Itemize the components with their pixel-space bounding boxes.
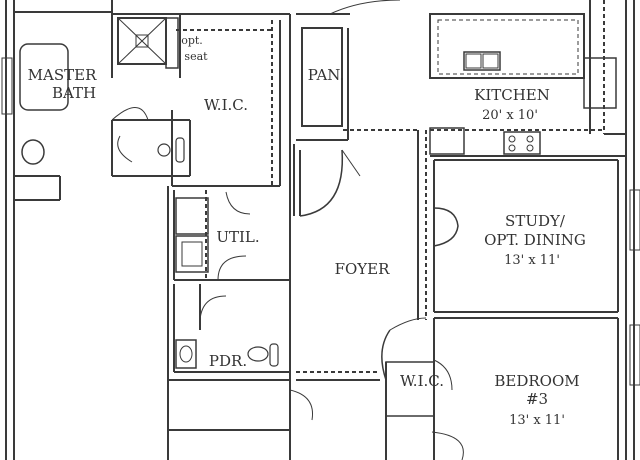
pantry-walls xyxy=(289,13,420,460)
master-wic-label: W.I.C. xyxy=(204,96,248,114)
study-label-line2: OPT. DINING xyxy=(484,231,586,249)
master-bath-label-line1: MASTER xyxy=(28,66,97,84)
opt-seat-label-line1: opt. xyxy=(181,34,203,47)
study-walls xyxy=(433,159,619,313)
bedroom3-label-line1: BEDROOM xyxy=(494,372,579,390)
utility-walls xyxy=(167,186,290,460)
pantry-label: PAN. xyxy=(308,66,344,84)
master-bath-walls xyxy=(14,0,191,201)
bedroom3-dims: 13' x 11' xyxy=(509,413,565,428)
opt-seat-label-line2: seat xyxy=(184,50,208,63)
study-dims: 13' x 11' xyxy=(504,253,560,268)
kitchen-label: KITCHEN xyxy=(474,86,550,104)
bed3-wic-label: W.I.C. xyxy=(400,372,444,390)
powder-walls xyxy=(173,284,290,373)
powder-label: PDR. xyxy=(209,352,247,370)
lower-left-walls xyxy=(13,200,380,460)
bedroom3-walls xyxy=(385,317,619,460)
master-wic-walls xyxy=(112,13,290,187)
kitchen-dims: 20' x 10' xyxy=(482,108,538,123)
bedroom3-label-line2: #3 xyxy=(526,390,548,408)
util-label: UTIL. xyxy=(216,228,259,246)
shower-stall xyxy=(117,17,179,69)
study-label-line1: STUDY/ xyxy=(505,212,566,230)
master-bath-label-line2: BATH xyxy=(52,84,96,102)
foyer-label: FOYER xyxy=(335,260,391,278)
kitchen-fixtures xyxy=(329,0,626,157)
